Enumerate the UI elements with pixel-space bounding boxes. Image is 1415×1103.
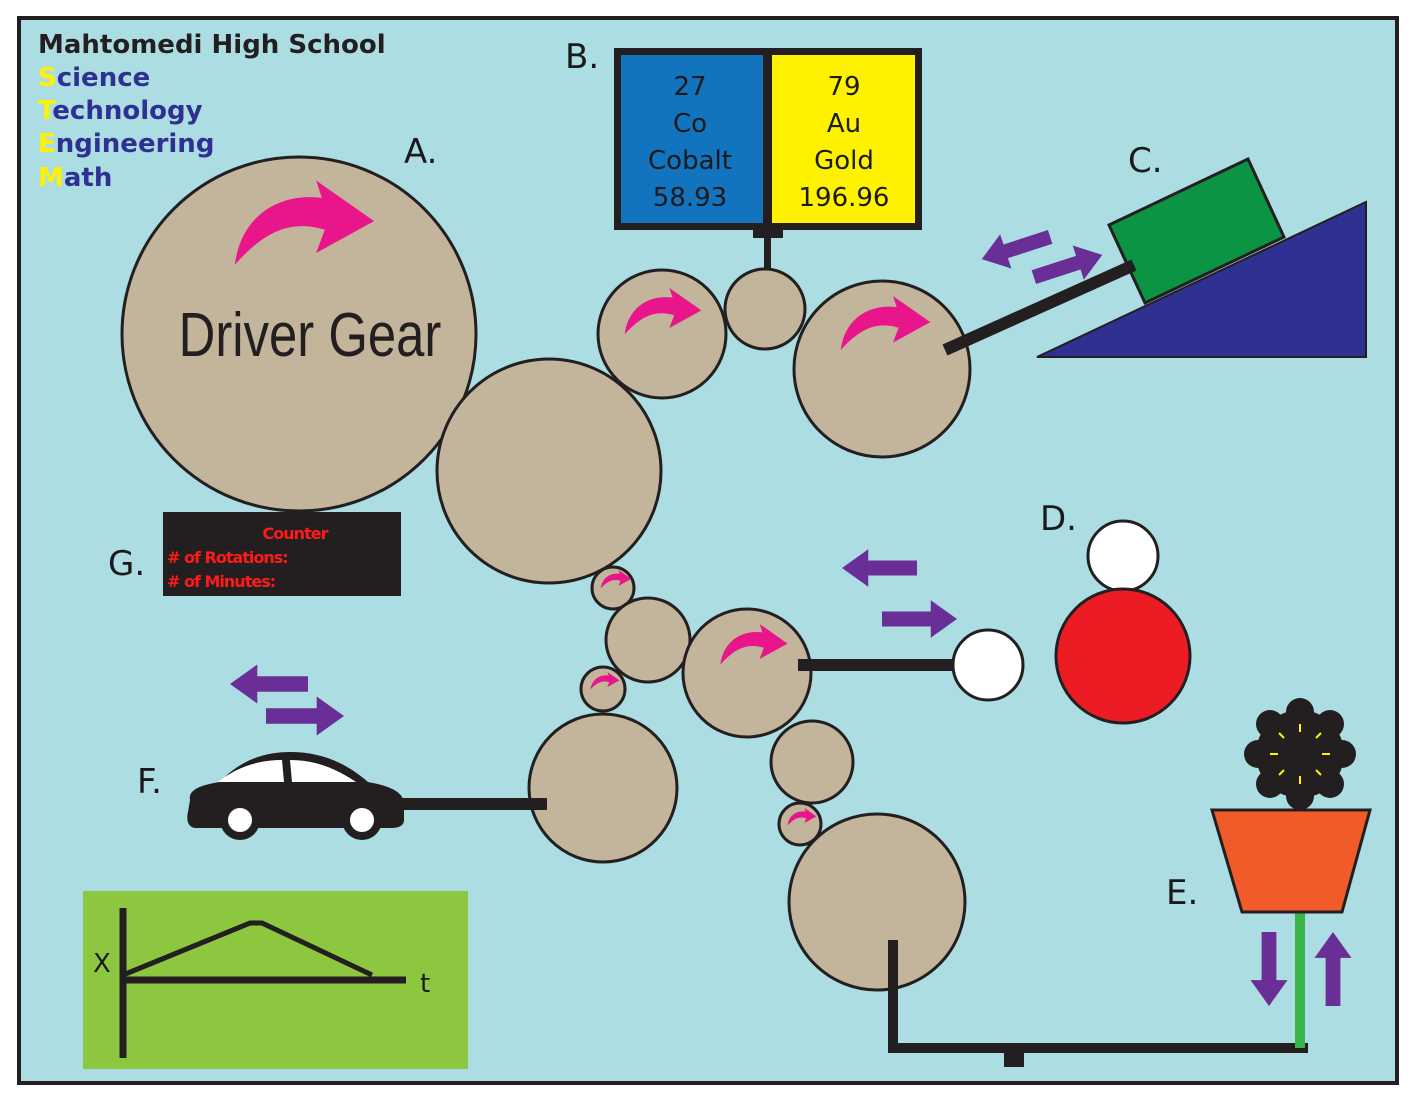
label-a: A. [404,132,437,172]
stem-engineering: Engineering [38,129,214,159]
gold-mass: 196.96 [799,183,890,213]
driver-gear-label: Driver Gear [179,301,442,370]
label-d: D. [1040,499,1077,539]
ramp [1036,200,1367,358]
target-ball-large [1054,587,1192,725]
gear-bottom [787,812,967,992]
block-rod [942,259,1137,356]
stem-letter-t: T [38,96,56,126]
label-b: B. [565,37,599,77]
gear-top-small [723,267,807,351]
school-name: Mahtomedi High School [38,30,386,60]
ball-rod [798,659,958,671]
counter-rotations: # of Rotations: [167,548,288,567]
lever-pivot [1004,1049,1024,1067]
graph-x-label: t [420,969,430,999]
gear-mid-left [604,596,692,684]
gold-tile [772,55,915,223]
stem-letter-s: S [38,63,57,93]
cobalt-name: Cobalt [648,146,732,176]
gear-upper-left [596,268,728,400]
cobalt-tile [621,55,763,223]
gear-lower-small [769,719,855,805]
lever-arm [888,940,1308,1053]
gear-tiny-2 [579,665,627,713]
stem-rest-science: cience [57,63,151,93]
stem-rest-technology: echnology [52,96,202,126]
stem-science: Science [38,63,150,93]
flower-icon [1244,698,1356,810]
flower-stem [1295,906,1305,1048]
graph-y-label: X [93,949,111,979]
graph-curve [122,920,374,978]
gold-name: Gold [814,146,874,176]
stem-letter-e: E [38,129,56,159]
counter-title: Counter [263,524,329,543]
label-f: F. [137,762,162,802]
label-e: E. [1166,873,1198,913]
flower-pot [1209,808,1372,914]
gear-large-center [435,357,663,585]
gear-car [527,712,679,864]
counter-minutes: # of Minutes: [167,572,275,591]
stem-rest-engineering: ngineering [56,129,215,159]
cobalt-mass: 58.93 [653,183,727,213]
stem-technology: Technology [38,96,203,126]
tile-mount [753,228,783,238]
stem-math: Math [38,163,112,193]
driver-gear [120,155,478,513]
gear-mid-right [681,607,813,739]
stem-rest-math: ath [64,163,112,193]
car-rod [390,798,547,810]
counter-panel [163,512,401,596]
cobalt-number: 27 [673,72,706,102]
label-g: G. [108,544,145,584]
striker-ball [951,628,1025,702]
label-c: C. [1128,141,1163,181]
gear-upper-right [792,279,972,459]
cobalt-symbol: Co [673,109,707,139]
car-icon [187,752,404,840]
target-ball-small [1086,519,1160,593]
gold-number: 79 [827,72,860,102]
sliding-block [1107,156,1286,306]
stem-letter-m: M [38,163,64,193]
tile-post [764,236,771,272]
gold-symbol: Au [827,109,861,139]
